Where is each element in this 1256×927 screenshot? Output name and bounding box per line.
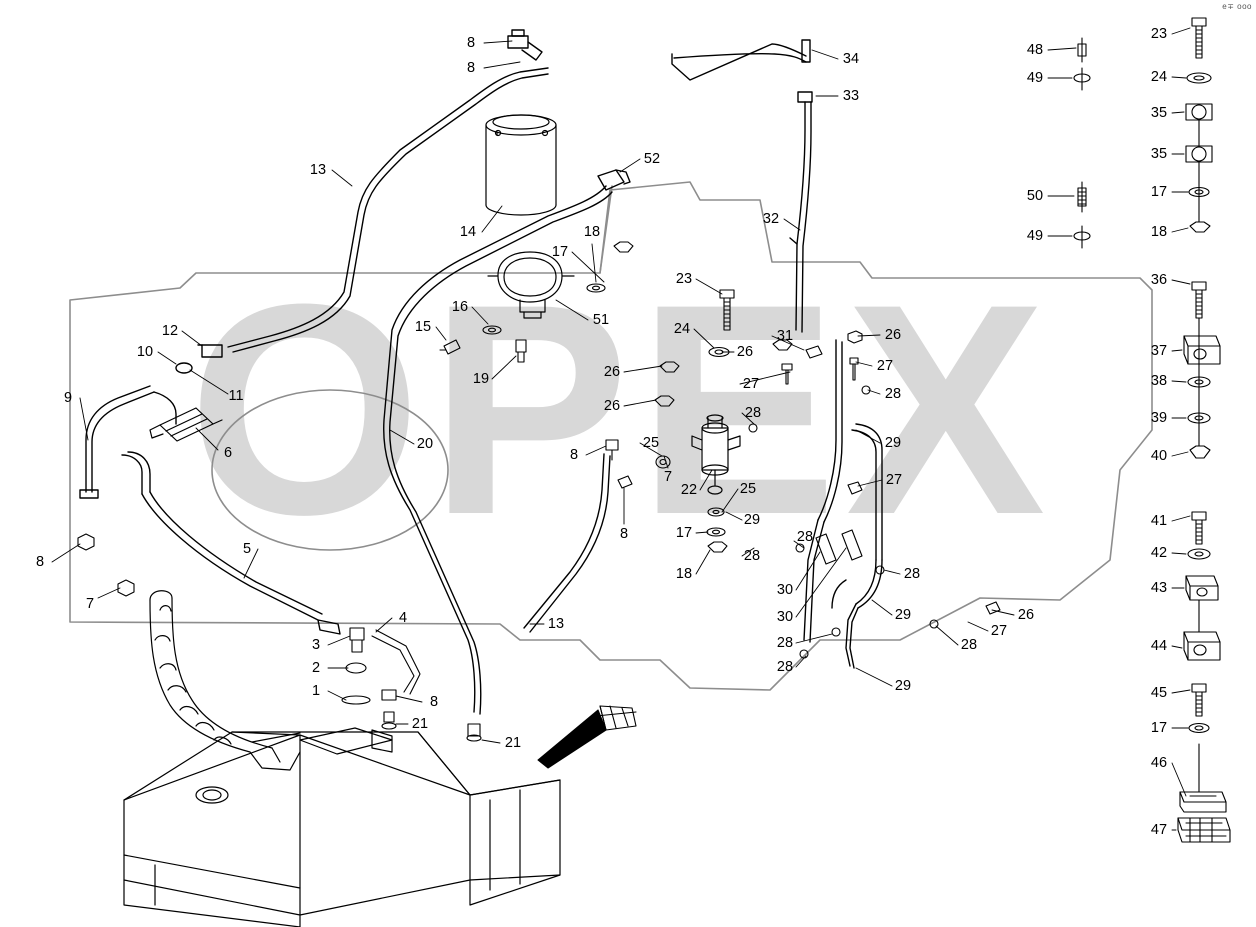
callout-42: 42 bbox=[1150, 544, 1168, 561]
callout-49: 49 bbox=[1026, 227, 1044, 244]
callout-8: 8 bbox=[429, 693, 439, 710]
callout-43: 43 bbox=[1150, 579, 1168, 596]
callout-30: 30 bbox=[776, 608, 794, 625]
callout-47: 47 bbox=[1150, 821, 1168, 838]
callout-9: 9 bbox=[63, 389, 73, 406]
callout-14: 14 bbox=[459, 223, 477, 240]
callout-48: 48 bbox=[1026, 41, 1044, 58]
callout-22: 22 bbox=[680, 481, 698, 498]
callout-24: 24 bbox=[673, 320, 691, 337]
callout-37: 37 bbox=[1150, 342, 1168, 359]
callout-25: 25 bbox=[642, 434, 660, 451]
callout-28: 28 bbox=[744, 404, 762, 421]
callout-35: 35 bbox=[1150, 145, 1168, 162]
callout-15: 15 bbox=[414, 318, 432, 335]
callout-31: 31 bbox=[776, 327, 794, 344]
callout-30: 30 bbox=[776, 581, 794, 598]
callout-25: 25 bbox=[739, 480, 757, 497]
callout-29: 29 bbox=[884, 434, 902, 451]
callout-3: 3 bbox=[311, 636, 321, 653]
callout-38: 38 bbox=[1150, 372, 1168, 389]
callout-28: 28 bbox=[743, 547, 761, 564]
callout-1: 1 bbox=[311, 682, 321, 699]
callout-49: 49 bbox=[1026, 69, 1044, 86]
callout-18: 18 bbox=[1150, 223, 1168, 240]
callout-26: 26 bbox=[603, 397, 621, 414]
callout-24: 24 bbox=[1150, 68, 1168, 85]
callout-44: 44 bbox=[1150, 637, 1168, 654]
callout-8: 8 bbox=[466, 59, 476, 76]
callout-29: 29 bbox=[894, 677, 912, 694]
callout-11: 11 bbox=[228, 387, 244, 404]
callout-28: 28 bbox=[776, 634, 794, 651]
callout-26: 26 bbox=[1017, 606, 1035, 623]
corner-mark: e∓ ooo bbox=[1222, 2, 1252, 11]
callout-28: 28 bbox=[776, 658, 794, 675]
callout-17: 17 bbox=[551, 243, 569, 260]
callout-21: 21 bbox=[504, 734, 522, 751]
callout-18: 18 bbox=[583, 223, 601, 240]
callout-51: 51 bbox=[592, 311, 610, 328]
callout-32: 32 bbox=[762, 210, 780, 227]
callout-18: 18 bbox=[675, 565, 693, 582]
callout-28: 28 bbox=[903, 565, 921, 582]
callout-29: 29 bbox=[743, 511, 761, 528]
callout-39: 39 bbox=[1150, 409, 1168, 426]
callout-34: 34 bbox=[842, 50, 860, 67]
callout-17: 17 bbox=[1150, 183, 1168, 200]
callout-16: 16 bbox=[451, 298, 469, 315]
callout-8: 8 bbox=[569, 446, 579, 463]
callout-33: 33 bbox=[842, 87, 860, 104]
callout-7: 7 bbox=[663, 468, 673, 485]
callout-26: 26 bbox=[884, 326, 902, 343]
callout-20: 20 bbox=[416, 435, 434, 452]
callout-29: 29 bbox=[894, 606, 912, 623]
callout-6: 6 bbox=[223, 444, 233, 461]
callout-10: 10 bbox=[136, 343, 154, 360]
callout-21: 21 bbox=[411, 715, 429, 732]
callout-27: 27 bbox=[742, 375, 760, 392]
callout-17: 17 bbox=[1150, 719, 1168, 736]
callout-28: 28 bbox=[884, 385, 902, 402]
callout-52: 52 bbox=[643, 150, 661, 167]
callout-23: 23 bbox=[1150, 25, 1168, 42]
callout-12: 12 bbox=[161, 322, 179, 339]
callout-27: 27 bbox=[876, 357, 894, 374]
callout-36: 36 bbox=[1150, 271, 1168, 288]
callout-28: 28 bbox=[960, 636, 978, 653]
callout-35: 35 bbox=[1150, 104, 1168, 121]
callout-26: 26 bbox=[736, 343, 754, 360]
callout-46: 46 bbox=[1150, 754, 1168, 771]
callout-17: 17 bbox=[675, 524, 693, 541]
callout-50: 50 bbox=[1026, 187, 1044, 204]
callout-5: 5 bbox=[242, 540, 252, 557]
callout-8: 8 bbox=[619, 525, 629, 542]
callout-8: 8 bbox=[35, 553, 45, 570]
callout-8: 8 bbox=[466, 34, 476, 51]
callout-28: 28 bbox=[796, 528, 814, 545]
callout-4: 4 bbox=[398, 609, 408, 626]
callout-45: 45 bbox=[1150, 684, 1168, 701]
callout-23: 23 bbox=[675, 270, 693, 287]
callout-13: 13 bbox=[309, 161, 327, 178]
callout-2: 2 bbox=[311, 659, 321, 676]
callout-40: 40 bbox=[1150, 447, 1168, 464]
callout-7: 7 bbox=[85, 595, 95, 612]
callout-41: 41 bbox=[1150, 512, 1168, 529]
watermark-opex: OPEX bbox=[188, 241, 1054, 577]
callout-19: 19 bbox=[472, 370, 490, 387]
callout-13: 13 bbox=[547, 615, 565, 632]
callout-27: 27 bbox=[990, 622, 1008, 639]
callout-27: 27 bbox=[885, 471, 903, 488]
callout-26: 26 bbox=[603, 363, 621, 380]
